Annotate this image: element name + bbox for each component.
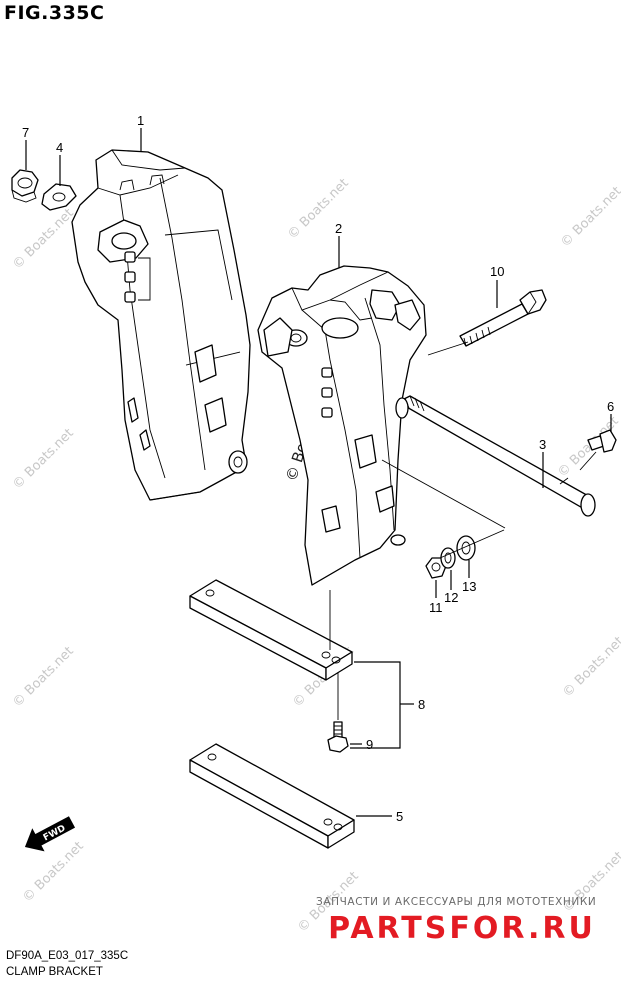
callout-11[interactable]: 11 [429,600,443,615]
callout-2[interactable]: 2 [335,221,342,236]
callout-9[interactable]: 9 [366,737,373,752]
part-5-plate[interactable] [189,743,355,849]
callout-numbers: 1 2 3 4 5 6 7 8 9 10 11 12 13 [22,113,614,824]
callout-4[interactable]: 4 [56,140,63,155]
figure-title: FIG.335C [4,2,105,24]
callout-10[interactable]: 10 [490,264,504,279]
fwd-arrow-icon: FWD [24,816,76,852]
part-4-plate[interactable] [41,183,77,211]
part-1-clamp-bracket[interactable] [71,149,251,501]
callout-8[interactable]: 8 [418,697,425,712]
footer-ad-tagline: ЗАПЧАСТИ И АКСЕССУАРЫ ДЛЯ МОТОТЕХНИКИ [316,896,597,908]
part-6-bolt[interactable] [587,429,617,453]
callout-6[interactable]: 6 [607,399,614,414]
part-7-nut[interactable] [11,169,39,203]
callout-5[interactable]: 5 [396,809,403,824]
alignment-lines [329,341,597,720]
part-9-bolt[interactable] [327,721,349,753]
part-8-spacer-plate[interactable] [189,579,353,681]
leader-lines [25,128,612,817]
section-name: CLAMP BRACKET [6,966,103,978]
part-3-tilt-tube[interactable] [395,395,596,517]
part-13-washer[interactable] [456,535,476,561]
part-2-clamp-bracket[interactable] [257,265,427,586]
callout-7[interactable]: 7 [22,125,29,140]
callout-12[interactable]: 12 [444,590,458,605]
callout-3[interactable]: 3 [539,437,546,452]
callout-13[interactable]: 13 [462,579,476,594]
part-10-bolt[interactable] [459,289,547,347]
model-code: DF90A_E03_017_335C [6,950,129,962]
brand-logo-text: PARTSFOR.RU [328,911,596,946]
brand-logo[interactable]: PARTSFOR.RU [312,908,612,946]
part-12-washer[interactable] [440,547,456,569]
callout-1[interactable]: 1 [137,113,144,128]
